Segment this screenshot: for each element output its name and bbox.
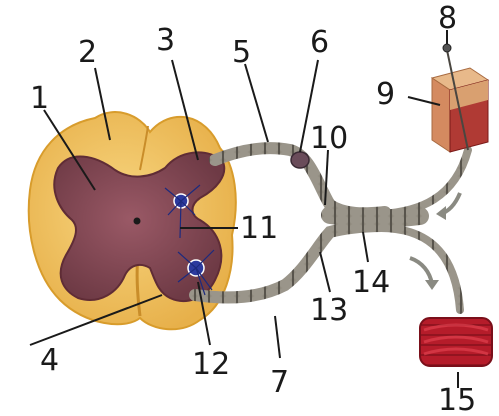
label-9: 9: [376, 77, 395, 112]
central-canal: [134, 218, 141, 225]
muscle: [420, 318, 492, 366]
label-12: 12: [192, 347, 230, 382]
label-1: 1: [30, 81, 49, 116]
label-10: 10: [310, 121, 348, 156]
label-4: 4: [40, 343, 59, 378]
receptor: [443, 44, 451, 52]
nerve-fibers: [195, 148, 468, 310]
label-14: 14: [352, 265, 390, 300]
label-13: 13: [310, 293, 348, 328]
arrow-icon: [425, 280, 439, 290]
arrow-icon: [436, 206, 446, 220]
skin-block: [432, 44, 488, 152]
motor-fiber: [380, 228, 460, 310]
label-7: 7: [270, 365, 289, 400]
label-2: 2: [78, 35, 97, 70]
spinal-nerve: [330, 215, 420, 219]
label-3: 3: [156, 23, 175, 58]
label-6: 6: [310, 25, 329, 60]
label-8: 8: [438, 1, 457, 36]
label-11: 11: [240, 211, 278, 246]
dorsal-root-ganglion: [291, 152, 309, 168]
label-5: 5: [232, 35, 251, 70]
label-15: 15: [438, 383, 476, 416]
